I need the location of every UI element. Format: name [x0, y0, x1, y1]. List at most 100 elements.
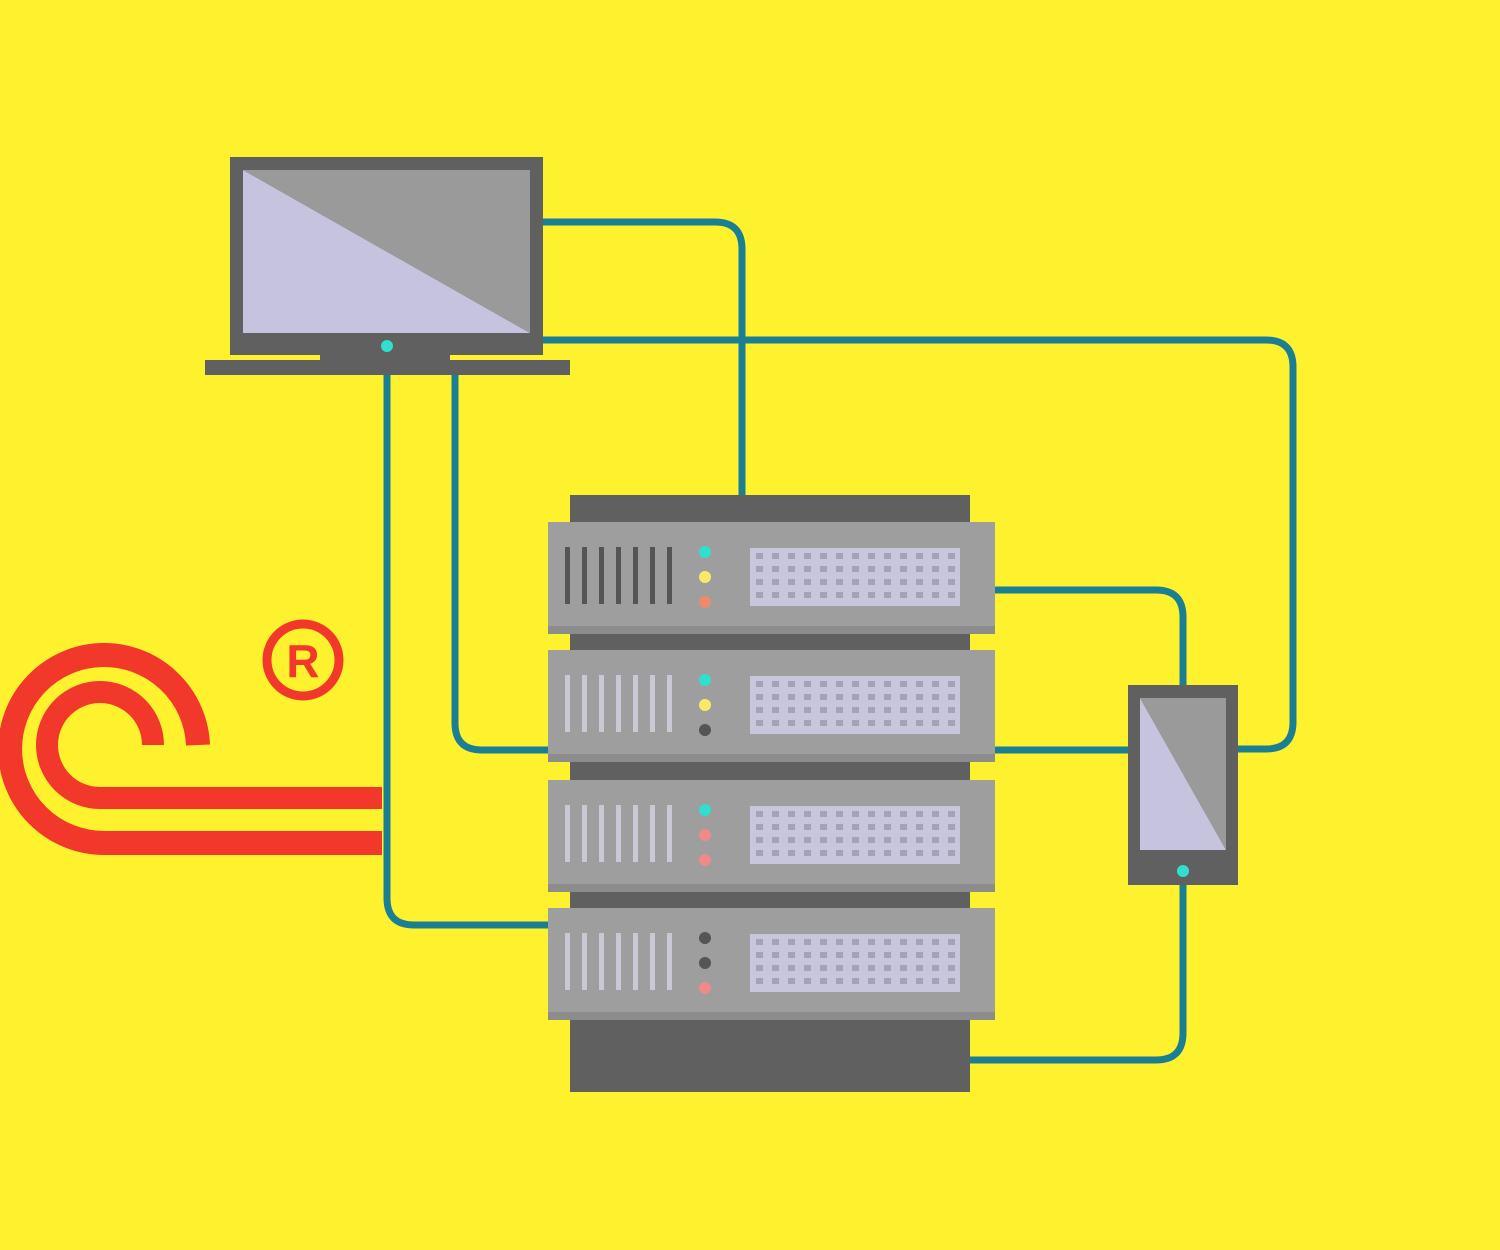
server-drive-hole	[932, 579, 939, 585]
server-drive-hole	[788, 952, 795, 958]
server-drive-hole	[868, 939, 875, 945]
server-drive-hole	[916, 553, 923, 559]
server-drive-hole	[804, 965, 811, 971]
server-vent-slot	[616, 805, 621, 862]
server-drive-hole	[772, 850, 779, 856]
server-drive-hole	[836, 566, 843, 572]
server-drive-hole	[868, 952, 875, 958]
server-drive-hole	[820, 592, 827, 598]
brand-logo: R	[0, 619, 382, 855]
server-status-led	[699, 932, 711, 944]
server-drive-hole	[852, 592, 859, 598]
server-drive-hole	[788, 850, 795, 856]
server-drive-hole	[948, 978, 955, 984]
server-drive-hole	[932, 553, 939, 559]
server-drive-hole	[852, 694, 859, 700]
server-drive-hole	[788, 824, 795, 830]
server-drive-hole	[868, 579, 875, 585]
server-drive-hole	[788, 566, 795, 572]
server-drive-hole	[772, 681, 779, 687]
server-drive-hole	[788, 707, 795, 713]
server-drive-hole	[788, 837, 795, 843]
server-drive-hole	[836, 592, 843, 598]
server-drive-hole	[772, 579, 779, 585]
server-drive-hole	[804, 850, 811, 856]
logo-outer-arc	[0, 643, 382, 855]
server-vent-slot	[582, 675, 587, 732]
cable-server-unit1-to-phone	[991, 586, 1187, 689]
server-vent-slot	[599, 675, 604, 732]
server-drive-hole	[836, 978, 843, 984]
server-drive-hole	[772, 965, 779, 971]
server-drive-hole	[884, 592, 891, 598]
server-vent-slot	[616, 933, 621, 990]
server-drive-hole	[804, 681, 811, 687]
server-drive-hole	[772, 837, 779, 843]
server-drive-hole	[900, 837, 907, 843]
server-drive-hole	[836, 965, 843, 971]
server-drive-hole	[772, 707, 779, 713]
server-drive-hole	[756, 952, 763, 958]
server-status-led	[699, 982, 711, 994]
cable-phone-to-server-base	[966, 881, 1187, 1064]
server-drive-hole	[820, 681, 827, 687]
logo-inner-arc	[36, 681, 382, 809]
server-drive-hole	[820, 850, 827, 856]
server-base	[570, 1018, 970, 1092]
server-drive-hole	[932, 837, 939, 843]
server-drive-hole	[900, 720, 907, 726]
server-drive-hole	[836, 694, 843, 700]
laptop	[205, 157, 570, 375]
server-drive-hole	[804, 694, 811, 700]
server-drive-hole	[916, 592, 923, 598]
server-status-led	[699, 699, 711, 711]
server-drive-hole	[756, 824, 763, 830]
server-drive-hole	[756, 592, 763, 598]
server-drive-hole	[772, 939, 779, 945]
server-drive-hole	[772, 592, 779, 598]
cable-laptop-to-server-top	[539, 218, 746, 502]
server-vent-slot	[667, 805, 672, 862]
server-drive-hole	[900, 965, 907, 971]
server-drive-hole	[836, 553, 843, 559]
server-drive-hole	[916, 681, 923, 687]
laptop-power-led	[381, 340, 393, 352]
server-drive-hole	[932, 978, 939, 984]
server-drive-hole	[804, 837, 811, 843]
server-vent-slot	[616, 675, 621, 732]
server-drive-hole	[948, 850, 955, 856]
server-unit	[548, 650, 995, 762]
server-drive-hole	[948, 694, 955, 700]
server-drive-hole	[884, 978, 891, 984]
server-drive-hole	[804, 592, 811, 598]
server-drive-hole	[836, 720, 843, 726]
server-drive-hole	[948, 592, 955, 598]
server-vent-slot	[582, 547, 587, 604]
server-drive-hole	[772, 978, 779, 984]
server-drive-hole	[804, 566, 811, 572]
server-drive-hole	[868, 566, 875, 572]
server-drive-hole	[868, 811, 875, 817]
server-drive-hole	[820, 939, 827, 945]
server-drive-hole	[836, 707, 843, 713]
server-drive-hole	[756, 553, 763, 559]
server-vent-slot	[582, 805, 587, 862]
server-drive-hole	[916, 566, 923, 572]
server-vent-slot	[633, 805, 638, 862]
server-drive-hole	[788, 553, 795, 559]
server-drive-hole	[868, 978, 875, 984]
server-drive-hole	[932, 681, 939, 687]
server-drive-hole	[852, 553, 859, 559]
server-drive-hole	[900, 811, 907, 817]
server-drive-hole	[820, 978, 827, 984]
server-unit-shadow	[548, 754, 995, 762]
server-status-led	[699, 829, 711, 841]
server-drive-hole	[804, 939, 811, 945]
cable-laptop-to-server-unit2	[451, 371, 552, 754]
server-drive-hole	[836, 579, 843, 585]
server-drive-hole	[788, 592, 795, 598]
server-drive-hole	[836, 811, 843, 817]
server-vent-slot	[650, 805, 655, 862]
server-drive-hole	[756, 978, 763, 984]
